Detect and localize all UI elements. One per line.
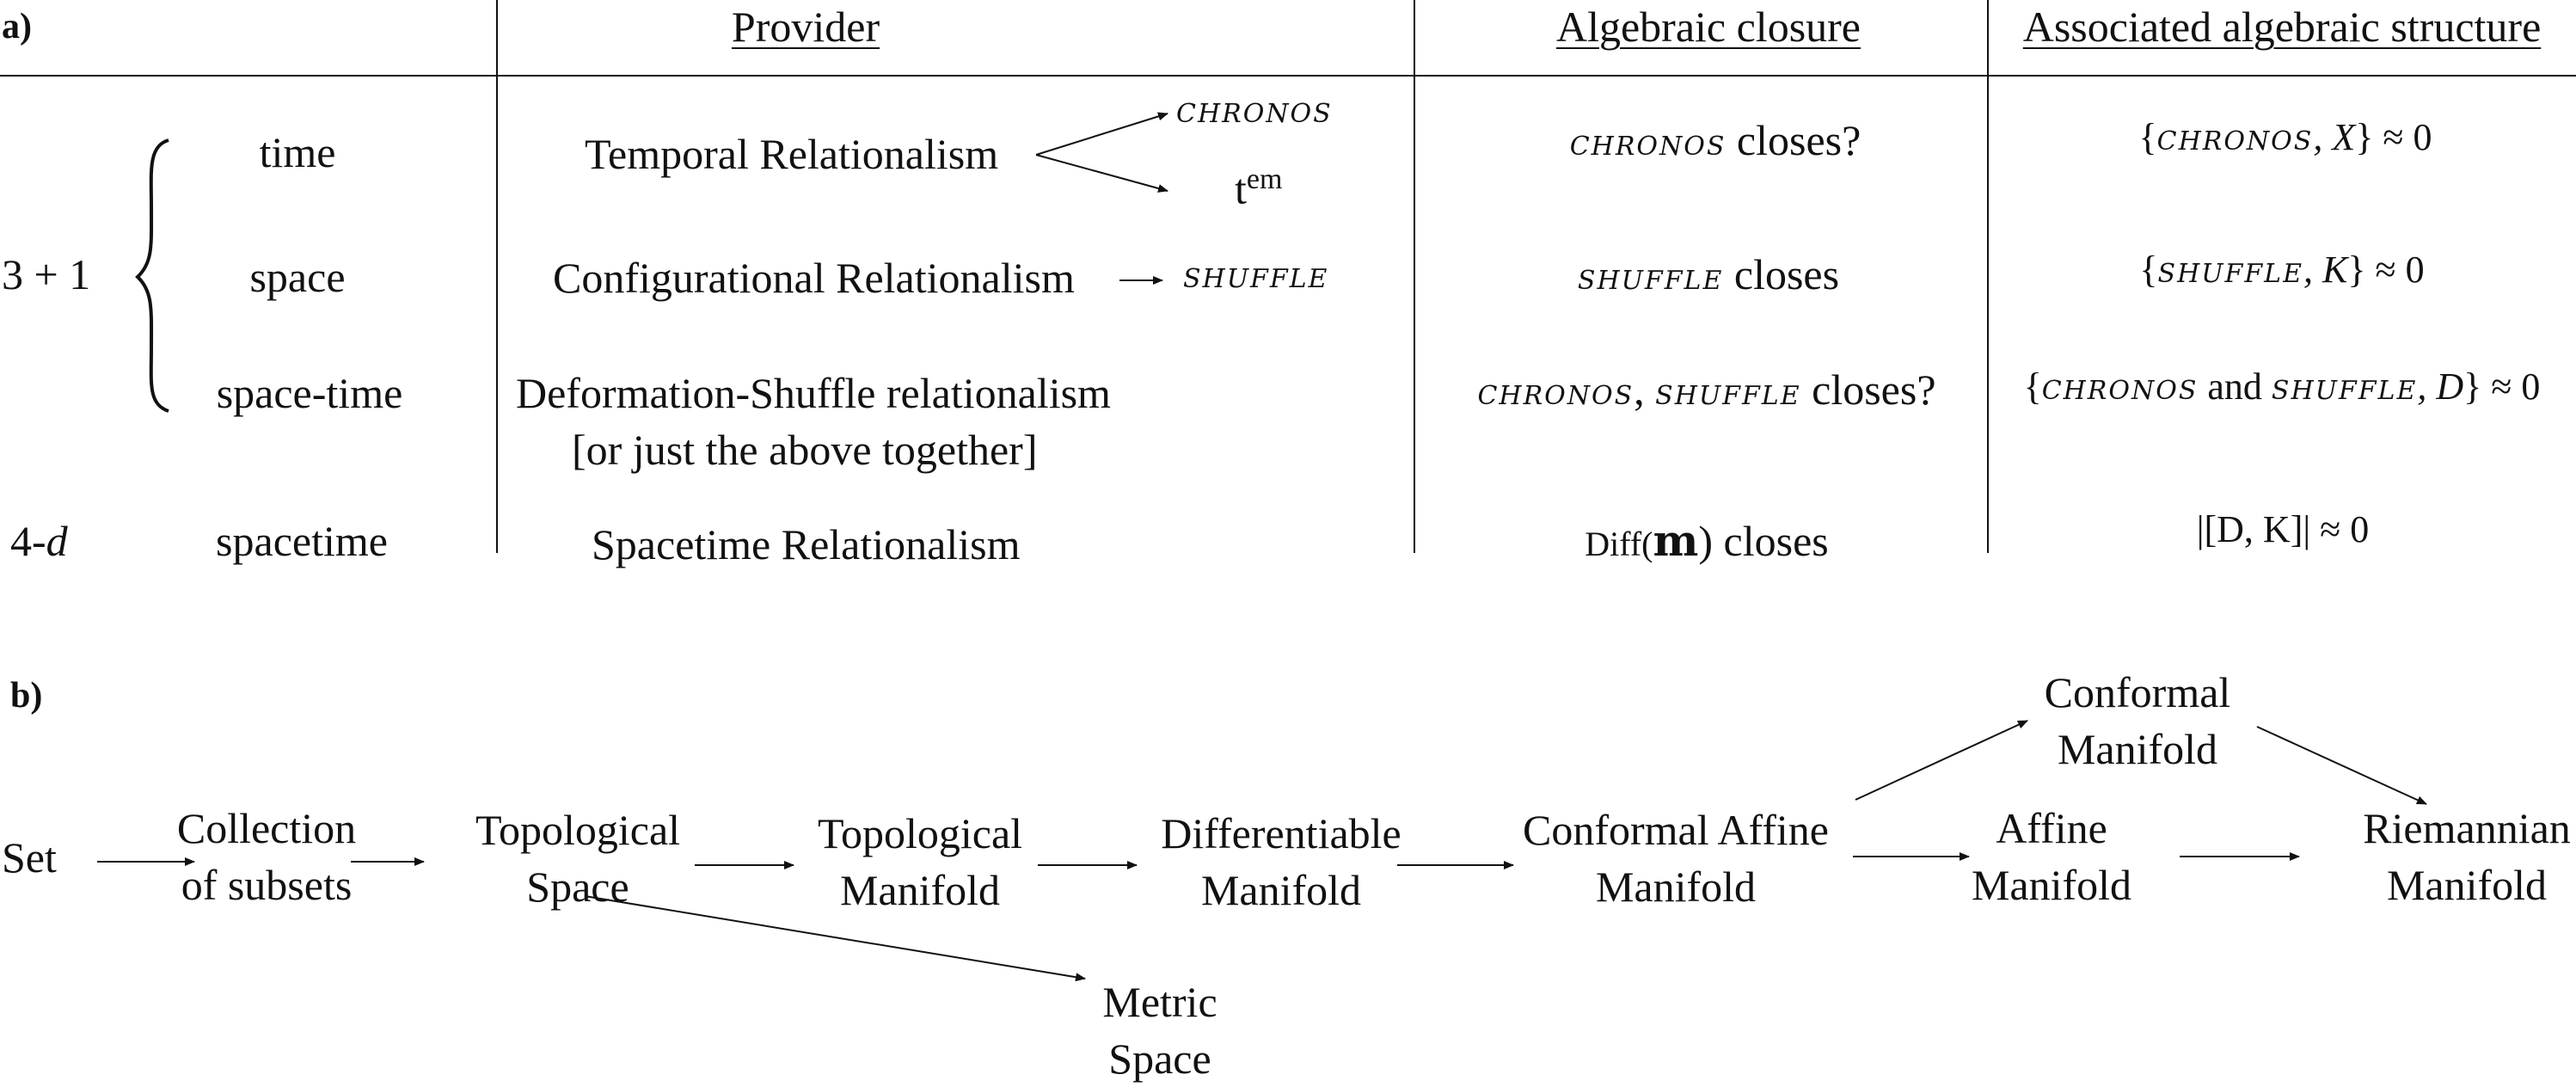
node-topological-space: Topological Space: [475, 806, 681, 911]
header-algebraic-closure: Algebraic closure: [1555, 3, 1861, 51]
closure-diff-pre: Diff(: [1585, 525, 1653, 563]
structure-time: {CHRONOS, X} ≈ 0: [2139, 119, 2432, 157]
arrow-confaffine-to-conformal: [1855, 720, 2028, 801]
structure-st-word1: CHRONOS: [2041, 376, 2199, 406]
row-label-space-time: space-time: [216, 369, 403, 417]
closure-time: CHRONOS closes?: [1570, 119, 1861, 162]
node-affine-manifold: Affine Manifold: [1971, 804, 2132, 909]
group-brace: [135, 138, 169, 413]
arrow-topspace-to-metricspace: [584, 895, 1086, 982]
closure-space-time: CHRONOS, SHUFFLE closes?: [1477, 368, 1935, 411]
closure-space: SHUFFLE closes: [1578, 253, 1839, 296]
group-label-3plus1: 3 + 1: [2, 250, 91, 298]
closure-space-word: SHUFFLE: [1577, 266, 1724, 296]
provider-deformation: Deformation-Shuffle relationalism: [516, 369, 1111, 417]
provider-deformation-note: [or just the above together]: [572, 426, 1038, 474]
structure-time-open: {: [2138, 116, 2157, 158]
part-b-label: b): [10, 676, 43, 715]
node-differentiable-manifold: Differentiable Manifold: [1161, 809, 1401, 914]
structure-space-var: , K: [2303, 249, 2348, 291]
structure-space-close: } ≈ 0: [2347, 249, 2425, 291]
node-riemannian-manifold: Riemannian Manifold: [2363, 804, 2571, 909]
row-label-4d-prefix: 4-: [10, 517, 46, 565]
row-label-spacetime: spacetime: [216, 517, 388, 565]
closure-diff-post: ) closes: [1698, 517, 1829, 565]
provider-t-superscript: em: [1246, 163, 1283, 195]
closure-space-rest: closes: [1733, 250, 1840, 298]
structure-space-time: {CHRONOS and SHUFFLE, D} ≈ 0: [2024, 368, 2541, 406]
structure-st-word2: SHUFFLE: [2271, 376, 2418, 406]
structure-time-close: } ≈ 0: [2355, 116, 2432, 158]
structure-time-var: , X: [2313, 116, 2356, 158]
structure-space-open: {: [2139, 249, 2158, 291]
header-provider: Provider: [731, 3, 880, 51]
arrow-temporal-to-chronos: [1035, 112, 1168, 156]
structure-st-close: } ≈ 0: [2463, 365, 2541, 408]
row-label-time: time: [259, 128, 336, 176]
node-conformal-manifold: Conformal Manifold: [2044, 668, 2231, 773]
closure-time-rest: closes?: [1736, 116, 1861, 164]
provider-spacetime: Spacetime Relationalism: [592, 520, 1021, 568]
node-collection-of-subsets: Collection of subsets: [176, 804, 357, 909]
arrow-conformal-to-riemannian: [2256, 726, 2427, 805]
closure-time-word: CHRONOS: [1569, 132, 1727, 162]
structure-st-open: {: [2023, 365, 2042, 408]
closure-st-word1: CHRONOS: [1477, 381, 1635, 411]
node-set: Set: [2, 833, 57, 881]
structure-space: {SHUFFLE, K} ≈ 0: [2139, 251, 2424, 289]
structure-time-word: CHRONOS: [2156, 126, 2314, 157]
closure-st-word2: SHUFFLE: [1655, 381, 1801, 411]
structure-4d: |[D, K]| ≈ 0: [2196, 508, 2370, 550]
row-label-4d-var: d: [46, 517, 68, 565]
arrow-temporal-to-tem: [1035, 154, 1168, 193]
row-label-4d: 4-d: [10, 519, 68, 562]
provider-chronos: CHRONOS: [1176, 99, 1333, 129]
closure-4d: Diff(m) closes: [1585, 517, 1829, 565]
header-algebraic-structure: Associated algebraic structure: [2022, 3, 2542, 51]
structure-space-word: SHUFFLE: [2157, 259, 2303, 289]
provider-configurational: Configurational Relationalism: [553, 254, 1075, 302]
provider-temporal: Temporal Relationalism: [585, 130, 999, 178]
closure-st-rest: closes?: [1812, 365, 1936, 414]
provider-shuffle: SHUFFLE: [1183, 264, 1329, 294]
row-label-space: space: [249, 253, 346, 301]
provider-tem: tem: [1235, 165, 1282, 211]
part-a-label: a): [2, 7, 32, 46]
closure-st-sep: ,: [1634, 365, 1656, 414]
node-conformal-affine-manifold: Conformal Affine Manifold: [1523, 806, 1829, 911]
structure-st-and: and: [2198, 365, 2272, 408]
provider-t: t: [1235, 164, 1247, 213]
node-topological-manifold: Topological Manifold: [817, 809, 1023, 914]
closure-diff-m: m: [1653, 515, 1699, 566]
structure-st-var: , D: [2417, 365, 2464, 408]
node-metric-space: Metric Space: [1102, 978, 1217, 1083]
